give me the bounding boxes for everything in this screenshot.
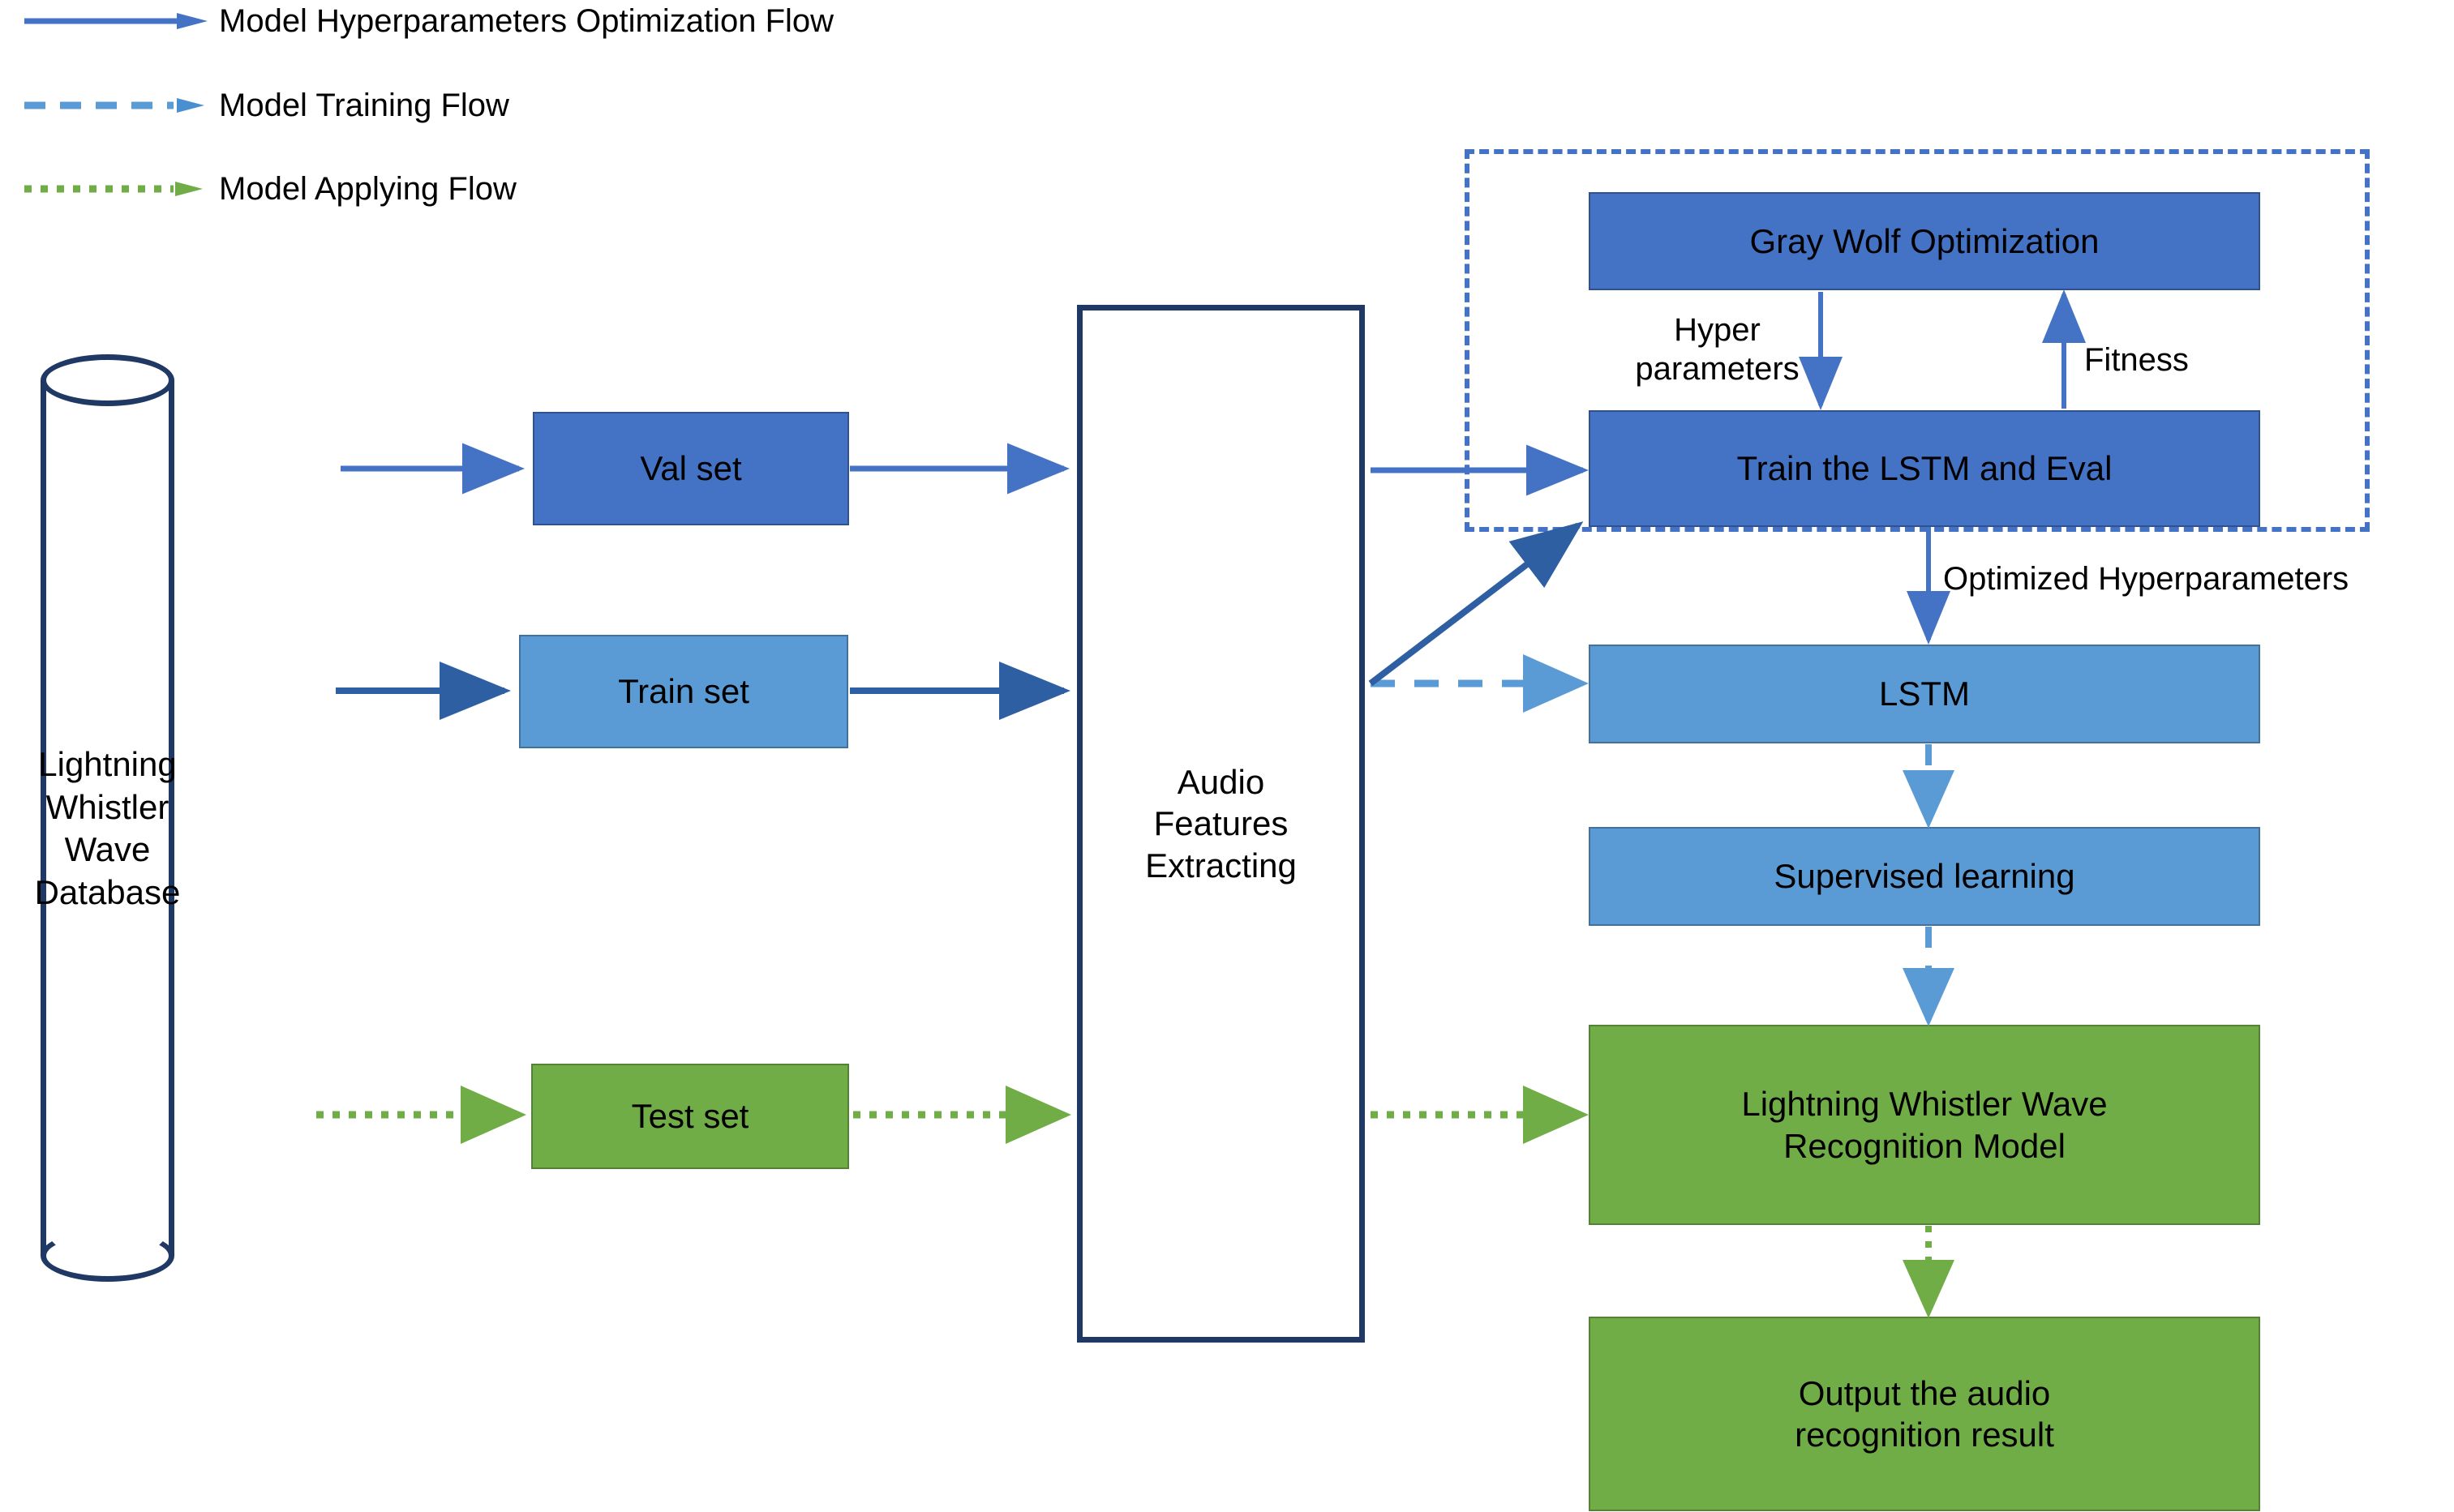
database-label-line-1: Lightning: [38, 745, 177, 783]
arrow-diagonal-to-train-lstm: [1368, 521, 1584, 687]
database-label: Lightning Whistler Wave Database: [32, 743, 182, 914]
node-gray-wolf-label: Gray Wolf Optimization: [1749, 221, 2100, 260]
feature-line-1: Audio: [1177, 763, 1265, 802]
node-gray-wolf-optimization[interactable]: Gray Wolf Optimization: [1589, 192, 2260, 290]
node-val-set[interactable]: Val set: [533, 412, 849, 525]
legend-label-hyperparam-flow: Model Hyperparameters Optimization Flow: [219, 3, 834, 39]
feature-line-2: Features: [1153, 804, 1289, 843]
edge-label-fitness: Fitness: [2084, 342, 2189, 378]
legend-swatch-dashed-arrow: [23, 96, 209, 114]
legend-item-hyperparam-flow: Model Hyperparameters Optimization Flow: [23, 5, 834, 37]
optimization-loop-boundary: [1465, 149, 2370, 532]
node-supervised-learning[interactable]: Supervised learning: [1589, 827, 2260, 926]
cylinder-body: [41, 380, 174, 1256]
database-label-line-2: Whistler: [45, 787, 169, 826]
node-test-set[interactable]: Test set: [531, 1064, 849, 1169]
hyper-parameters-line-2: parameters: [1635, 351, 1800, 387]
recognition-model-line-1: Lightning Whistler Wave: [1741, 1085, 2108, 1124]
node-val-set-label: Val set: [640, 449, 742, 488]
legend-label-applying-flow: Model Applying Flow: [219, 171, 517, 207]
node-train-lstm-eval[interactable]: Train the LSTM and Eval: [1589, 410, 2260, 527]
output-result-line-1: Output the audio: [1798, 1373, 2051, 1412]
edge-label-hyper-parameters: Hyper parameters: [1622, 311, 1813, 388]
node-train-set-label: Train set: [618, 672, 749, 711]
database-label-line-3: Wave: [64, 830, 151, 868]
node-train-lstm-label: Train the LSTM and Eval: [1736, 449, 2113, 488]
legend-item-training-flow: Model Training Flow: [23, 89, 509, 122]
node-recognition-model[interactable]: Lightning Whistler Wave Recognition Mode…: [1589, 1025, 2260, 1225]
feature-line-3: Extracting: [1145, 846, 1297, 884]
cylinder-top-cap: [41, 354, 174, 406]
node-lstm[interactable]: LSTM: [1589, 645, 2260, 743]
node-supervised-label: Supervised learning: [1774, 857, 2075, 896]
node-lstm-label: LSTM: [1878, 675, 1970, 713]
node-audio-features-extracting[interactable]: Audio Features Extracting: [1077, 305, 1365, 1343]
edge-label-optimized-hyperparameters: Optimized Hyperparameters: [1943, 561, 2349, 597]
legend-swatch-solid-arrow: [23, 12, 209, 30]
legend-label-training-flow: Model Training Flow: [219, 88, 509, 123]
legend-item-applying-flow: Model Applying Flow: [23, 173, 517, 205]
node-output-result[interactable]: Output the audio recognition result: [1589, 1317, 2260, 1511]
cylinder-bottom-cap: [41, 1230, 174, 1282]
database-cylinder: Lightning Whistler Wave Database: [35, 354, 180, 1283]
legend-swatch-dotted-arrow: [23, 180, 209, 198]
output-result-line-2: recognition result: [1795, 1416, 2054, 1454]
node-train-set[interactable]: Train set: [519, 635, 848, 748]
hyper-parameters-line-1: Hyper: [1674, 312, 1761, 348]
database-label-line-4: Database: [34, 872, 181, 911]
recognition-model-line-2: Recognition Model: [1783, 1126, 2066, 1165]
node-test-set-label: Test set: [631, 1097, 749, 1136]
